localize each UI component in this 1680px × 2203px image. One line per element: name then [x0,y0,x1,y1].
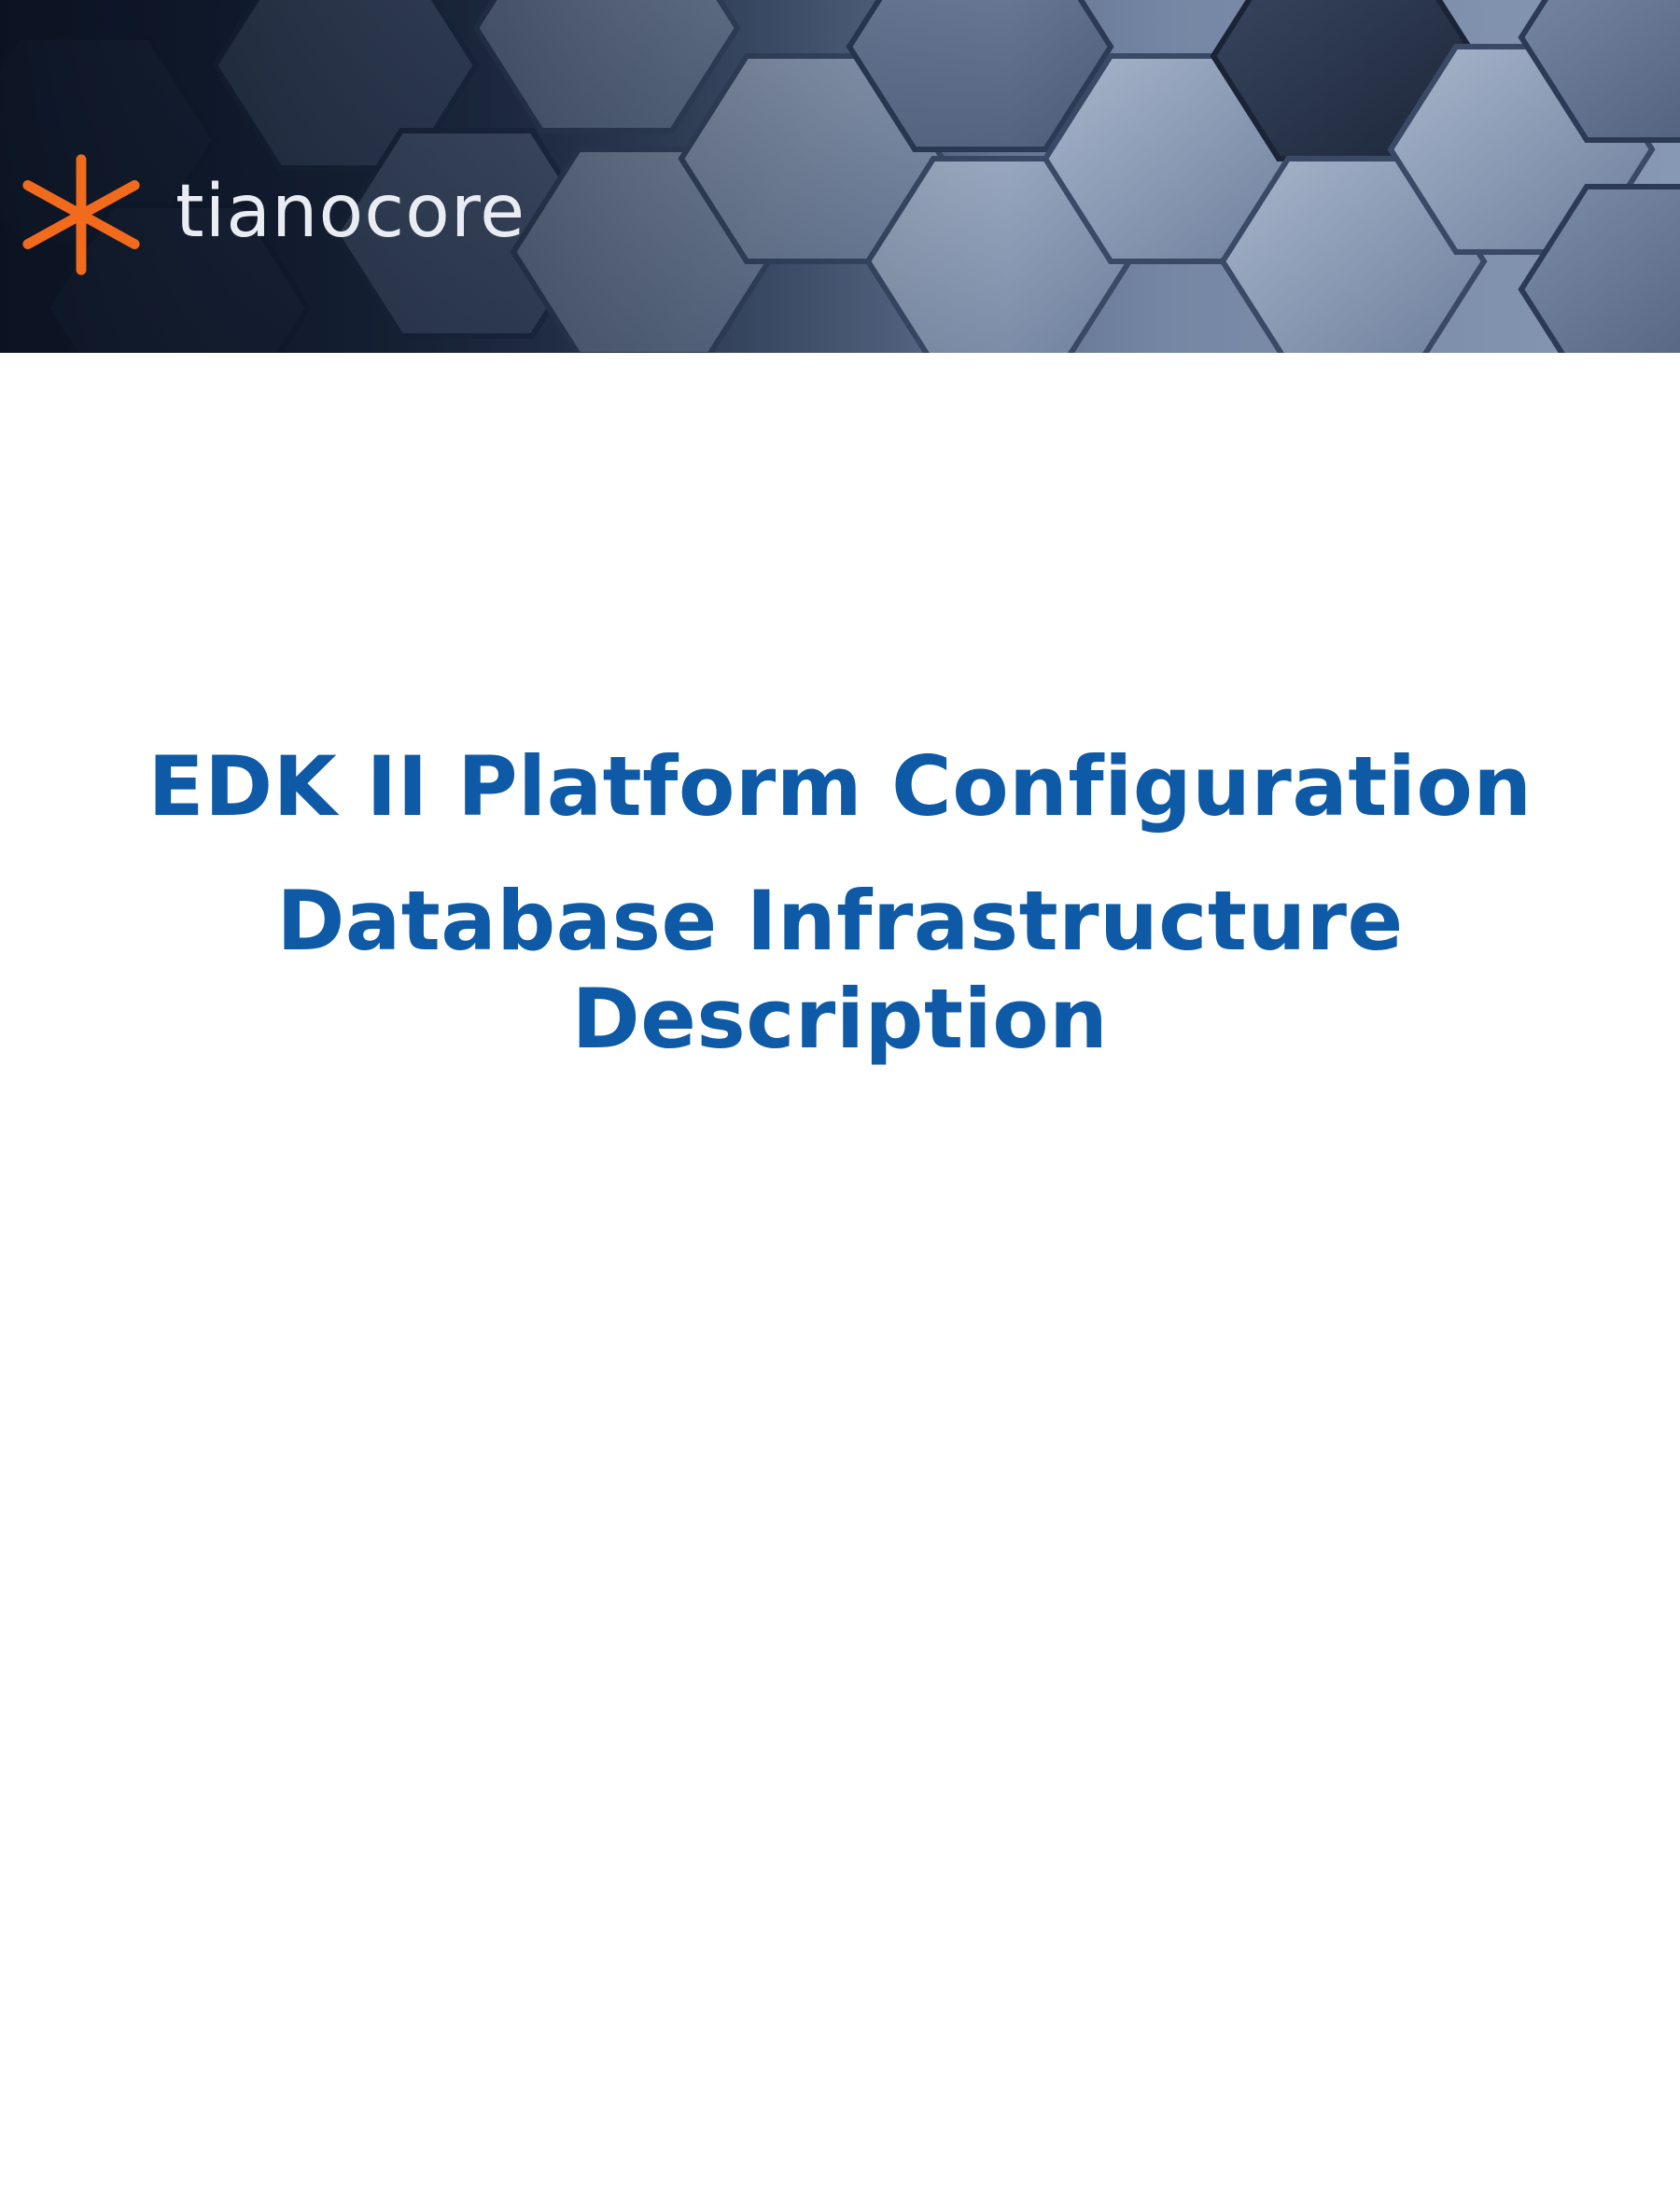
document-title: EDK II Platform Configuration Database I… [0,737,1680,1069]
title-line-1: EDK II Platform Configuration [147,738,1533,835]
tianocore-asterisk-icon [22,154,140,275]
header-banner: tianocore [0,0,1680,353]
title-line-2: Database Infrastructure [276,872,1404,969]
title-line-3: Description [571,971,1109,1068]
logo-wordmark: tianocore [175,170,526,254]
hexagon-background [0,0,1680,353]
tianocore-logo: tianocore [17,140,525,289]
